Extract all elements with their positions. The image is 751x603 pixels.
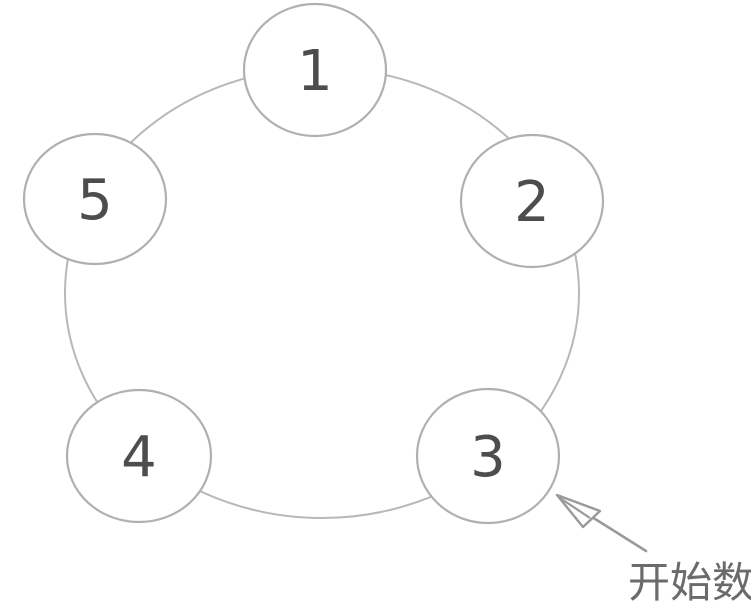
node-4: 4 [65,388,213,524]
node-1: 1 [242,2,388,138]
node-3-circle [415,387,561,525]
node-5: 5 [22,132,168,266]
node-4-circle [65,388,213,524]
node-1-circle [242,2,388,138]
node-3-label: 3 [470,425,506,490]
node-1-label: 1 [297,39,333,104]
node-5-label: 5 [77,168,113,233]
annotation-start-counting: 开始数 [628,558,751,603]
node-4-label: 4 [121,425,157,490]
start-arrow [555,493,648,553]
node-2-circle [459,133,605,269]
arrow-fold-line [559,497,591,519]
node-3: 3 [415,387,561,525]
node-5-circle [22,132,168,266]
node-2: 2 [459,133,605,269]
arrow-shaft [590,515,648,553]
node-2-label: 2 [514,170,550,235]
